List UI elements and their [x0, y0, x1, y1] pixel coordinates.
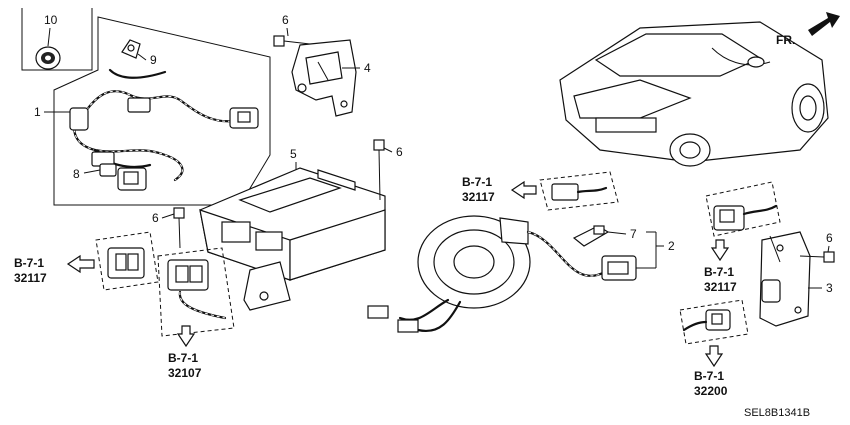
forward-arrow-icon — [808, 12, 840, 36]
sensor-bracket-part-4[interactable] — [291, 39, 357, 117]
ref-right-mid-section: B-7-1 — [704, 265, 734, 279]
ref-left-part: 32117 — [14, 271, 47, 285]
clip-part-7[interactable] — [572, 225, 610, 247]
bolt-part-6c[interactable] — [173, 207, 185, 249]
callout-6b: 6 — [396, 145, 403, 159]
callout-7: 7 — [630, 227, 637, 241]
callout-3: 3 — [826, 281, 833, 295]
ref-bottom-section: B-7-1 — [168, 351, 198, 365]
connector-detail-left[interactable] — [95, 231, 159, 291]
ref-arrow-left — [66, 254, 95, 274]
direction-label: FR. — [776, 33, 795, 47]
connector-detail-right-top[interactable] — [705, 181, 781, 237]
bolt-part-6d[interactable] — [799, 251, 835, 263]
sub-harness-part-1[interactable] — [69, 68, 259, 191]
callout-2: 2 — [668, 239, 675, 253]
ref-arrow-right-low — [704, 345, 724, 368]
callout-6c: 6 — [152, 211, 159, 225]
ref-bottom-part: 32107 — [168, 366, 202, 380]
connector-detail-bottom[interactable] — [157, 247, 235, 337]
harness-outline — [53, 16, 271, 206]
bolt-part-6b[interactable] — [373, 139, 385, 201]
ref-right-low-section: B-7-1 — [694, 369, 724, 383]
callout-4: 4 — [364, 61, 371, 75]
connector-part-8[interactable] — [99, 163, 117, 177]
ref-center-part: 32117 — [462, 190, 495, 204]
ref-arrow-right-mid — [710, 239, 730, 262]
ref-left-section: B-7-1 — [14, 256, 44, 270]
callout-6a: 6 — [282, 13, 289, 27]
cable-reel-part-2[interactable] — [367, 215, 637, 333]
ref-right-low-part: 32200 — [694, 384, 728, 398]
callout-10: 10 — [44, 13, 58, 27]
diagram-code: SEL8B1341B — [744, 407, 810, 419]
ref-arrow-center — [510, 180, 537, 200]
vehicle-overview — [559, 21, 829, 167]
bolt-part-6a[interactable] — [273, 35, 311, 47]
ref-arrow-bottom — [176, 325, 196, 348]
callout-8: 8 — [73, 167, 80, 181]
impact-sensor-part-3[interactable] — [759, 231, 811, 327]
ref-center-section: B-7-1 — [462, 175, 492, 189]
connector-detail-right-low[interactable] — [679, 299, 749, 345]
connector-detail-center[interactable] — [539, 171, 619, 211]
callout-9: 9 — [150, 53, 157, 67]
grommet-part-10[interactable] — [21, 8, 93, 71]
srs-unit-part-5[interactable] — [199, 167, 386, 311]
clip-part-9[interactable] — [121, 39, 141, 59]
ref-right-mid-part: 32117 — [704, 280, 737, 294]
callout-5: 5 — [290, 147, 297, 161]
callout-6d: 6 — [826, 231, 833, 245]
callout-1: 1 — [34, 105, 41, 119]
